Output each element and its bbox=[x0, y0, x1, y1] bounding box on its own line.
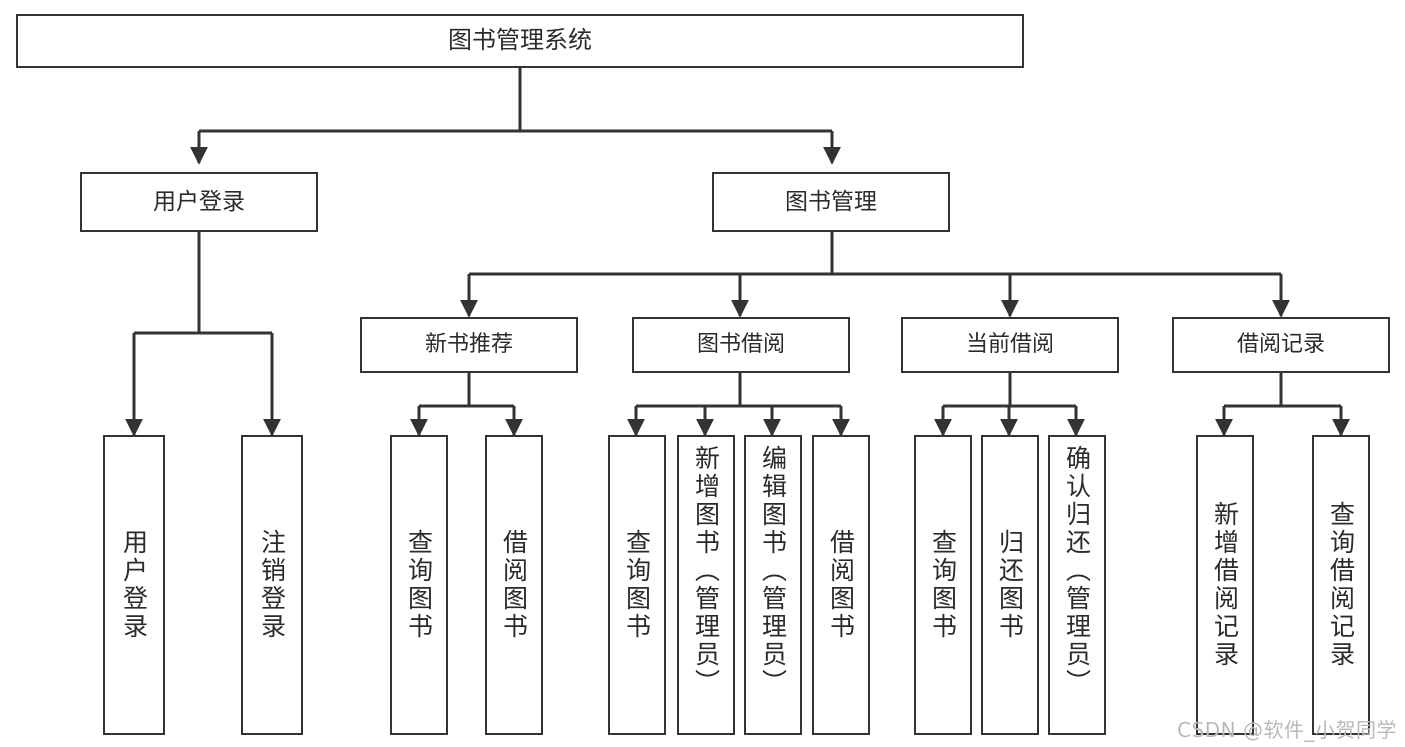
node-label: 编辑图书（管理员） bbox=[758, 445, 788, 697]
node-label: 注销登录 bbox=[257, 529, 287, 641]
leaf-current-confirm-return-admin[interactable]: 确认归还（管理员） bbox=[1048, 435, 1106, 735]
node-label: 查询图书 bbox=[928, 529, 958, 641]
node-label: 借阅图书 bbox=[826, 529, 856, 641]
leaf-recommend-borrow-book[interactable]: 借阅图书 bbox=[485, 435, 543, 735]
node-new-book-recommend[interactable]: 新书推荐 bbox=[360, 317, 578, 373]
node-borrow-record[interactable]: 借阅记录 bbox=[1172, 317, 1390, 373]
node-label: 图书借阅 bbox=[696, 332, 785, 358]
node-label: 图书管理系统 bbox=[448, 26, 592, 55]
node-label: 图书管理 bbox=[785, 188, 877, 215]
node-label: 查询图书 bbox=[404, 529, 434, 641]
node-label: 新增借阅记录 bbox=[1210, 501, 1240, 669]
leaf-user-login-signin[interactable]: 用户登录 bbox=[103, 435, 165, 735]
node-root-system[interactable]: 图书管理系统 bbox=[16, 14, 1024, 68]
leaf-borrow-add-book-admin[interactable]: 新增图书（管理员） bbox=[677, 435, 735, 735]
leaf-record-add-record[interactable]: 新增借阅记录 bbox=[1196, 435, 1254, 735]
node-label: 查询图书 bbox=[622, 529, 652, 641]
node-label: 当前借阅 bbox=[965, 332, 1054, 358]
leaf-current-query-book[interactable]: 查询图书 bbox=[914, 435, 972, 735]
node-user-login[interactable]: 用户登录 bbox=[80, 172, 318, 232]
node-book-management[interactable]: 图书管理 bbox=[712, 172, 950, 232]
leaf-user-login-signout[interactable]: 注销登录 bbox=[241, 435, 303, 735]
node-label: 借阅图书 bbox=[499, 529, 529, 641]
node-label: 用户登录 bbox=[153, 188, 245, 215]
node-label: 用户登录 bbox=[119, 529, 149, 641]
leaf-borrow-borrow-book[interactable]: 借阅图书 bbox=[812, 435, 870, 735]
node-label: 确认归还（管理员） bbox=[1062, 445, 1092, 697]
leaf-recommend-query-book[interactable]: 查询图书 bbox=[390, 435, 448, 735]
node-label: 新书推荐 bbox=[424, 332, 513, 358]
node-current-borrow[interactable]: 当前借阅 bbox=[901, 317, 1119, 373]
watermark-text: CSDN @软件_小贺同学 bbox=[1177, 718, 1397, 742]
node-label: 新增图书（管理员） bbox=[691, 445, 721, 697]
node-label: 查询借阅记录 bbox=[1326, 501, 1356, 669]
node-label: 归还图书 bbox=[995, 529, 1025, 641]
node-label: 借阅记录 bbox=[1236, 332, 1325, 358]
leaf-current-return-book[interactable]: 归还图书 bbox=[981, 435, 1039, 735]
node-book-borrow[interactable]: 图书借阅 bbox=[632, 317, 850, 373]
leaf-record-query-record[interactable]: 查询借阅记录 bbox=[1312, 435, 1370, 735]
leaf-borrow-query-book[interactable]: 查询图书 bbox=[608, 435, 666, 735]
leaf-borrow-edit-book-admin[interactable]: 编辑图书（管理员） bbox=[744, 435, 802, 735]
